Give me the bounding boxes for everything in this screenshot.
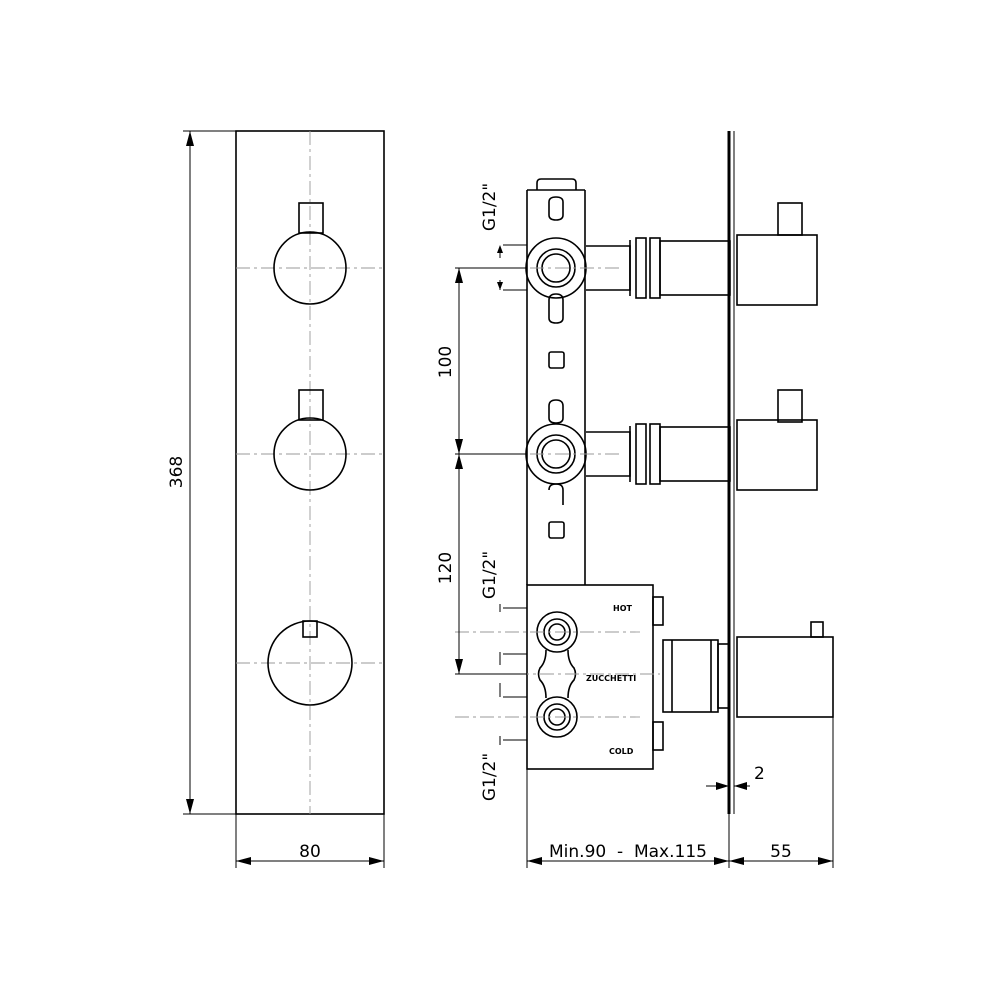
plate-thickness-dimension: 2	[706, 764, 765, 790]
upper-port	[455, 202, 818, 306]
handle-depth-label: 55	[770, 842, 792, 862]
spacing-lower-label: 120	[436, 552, 456, 584]
thermostat-knob	[267, 620, 353, 706]
front-view: 368 80	[167, 130, 385, 868]
middle-knob	[273, 389, 347, 491]
thread-markers	[497, 244, 527, 745]
height-dimension: 368	[167, 130, 236, 815]
height-dimension-label: 368	[167, 456, 187, 488]
depth-dimension: Min.90 - Max.115 55	[526, 717, 834, 868]
thermostat-body: HOT ZUCCHETTI COLD	[455, 584, 834, 770]
spacing-dimension: 100 120	[436, 267, 527, 675]
middle-port	[455, 389, 818, 491]
side-view: HOT ZUCCHETTI COLD	[436, 131, 834, 868]
depth-range-label: Min.90 - Max.115	[549, 842, 707, 862]
cold-label: COLD	[609, 747, 634, 756]
spacing-upper-label: 100	[436, 346, 456, 378]
width-dimension: 80	[235, 814, 385, 868]
hot-label: HOT	[613, 604, 632, 613]
width-dimension-label: 80	[299, 842, 321, 862]
thread-label-top: G1/2"	[480, 183, 500, 231]
brand-label: ZUCCHETTI	[586, 674, 636, 683]
upper-knob	[273, 202, 347, 305]
plate-thickness-label: 2	[754, 764, 765, 784]
thread-label-bottom: G1/2"	[480, 753, 500, 801]
manifold-body	[526, 178, 586, 585]
thread-label-middle: G1/2"	[480, 551, 500, 599]
